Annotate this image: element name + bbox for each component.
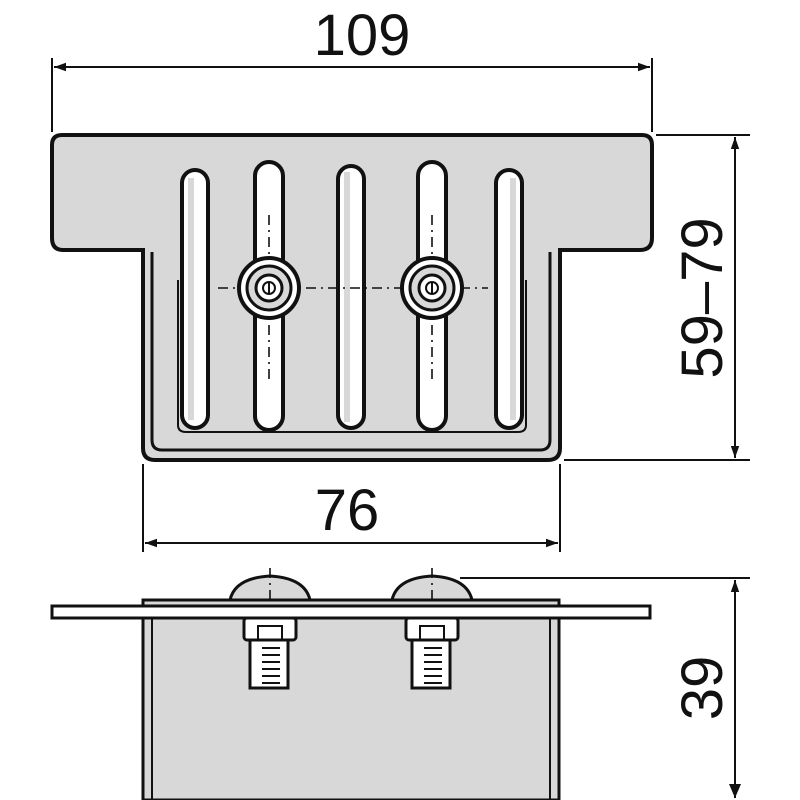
nut-2 <box>404 616 460 642</box>
screw-head-1 <box>237 256 301 320</box>
side-flange <box>50 604 652 620</box>
dimension-body-width: 76 <box>142 464 561 552</box>
dimension-overall-width: 109 <box>51 3 653 132</box>
top-view: 109 59–79 76 <box>50 3 750 552</box>
dimension-side-height: 39 <box>460 577 750 798</box>
side-body <box>141 598 561 800</box>
bolt-1 <box>248 638 290 690</box>
dimension-label-109: 109 <box>314 3 411 68</box>
dimension-label-76: 76 <box>315 478 380 543</box>
nut-1 <box>242 616 298 642</box>
slot-3-shade <box>344 172 350 422</box>
dimension-label-59-79: 59–79 <box>670 217 735 378</box>
slot-3 <box>336 164 366 430</box>
slot-5 <box>494 168 524 430</box>
screw-head-2 <box>400 256 464 320</box>
side-view: 39 <box>50 568 750 800</box>
slot-5-shade <box>510 178 516 420</box>
slot-1-shade <box>188 178 194 420</box>
inner-frame-line-2 <box>177 280 527 433</box>
dimension-height-range: 59–79 <box>564 134 750 461</box>
slot-1 <box>180 168 210 430</box>
bolt-2 <box>410 638 452 690</box>
dimension-label-39: 39 <box>670 656 735 721</box>
inner-frame-line <box>150 252 552 452</box>
